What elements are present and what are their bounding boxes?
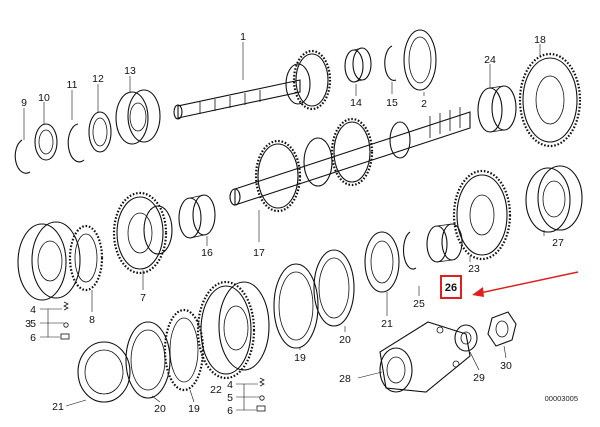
synchro-ring-21-upper bbox=[364, 231, 400, 293]
ring-20-lower bbox=[125, 321, 171, 399]
label-2: 2 bbox=[421, 98, 427, 110]
part-labels: 1 2 14 15 13 12 11 10 9 18 24 17 16 7 8 … bbox=[21, 31, 564, 417]
lock-plate-30 bbox=[487, 311, 517, 347]
ring-10 bbox=[34, 123, 58, 161]
label-12: 12 bbox=[92, 73, 104, 85]
label-4: 4 bbox=[30, 304, 36, 316]
synchro-hub-22 bbox=[196, 280, 270, 380]
synchro-ring-8 bbox=[68, 224, 104, 292]
label-14: 14 bbox=[350, 97, 362, 109]
label-13: 13 bbox=[124, 65, 136, 77]
label-21-lower: 21 bbox=[52, 401, 64, 413]
label-22: 22 bbox=[210, 384, 222, 396]
needle-bearing-16 bbox=[178, 194, 216, 239]
gear-18 bbox=[518, 52, 582, 148]
circlip-15 bbox=[384, 45, 397, 81]
highlight-box bbox=[440, 275, 462, 299]
label-24: 24 bbox=[484, 54, 496, 66]
label-4-lower: 4 bbox=[227, 379, 233, 391]
highlight-arrow bbox=[479, 271, 579, 294]
ring-20-upper bbox=[313, 249, 355, 327]
label-19-upper: 19 bbox=[294, 352, 306, 364]
label-29: 29 bbox=[473, 372, 485, 384]
label-5-lower: 5 bbox=[227, 392, 233, 404]
label-20-upper: 20 bbox=[339, 334, 351, 346]
needle-bearing-26 bbox=[426, 223, 463, 263]
label-11: 11 bbox=[67, 79, 78, 91]
countershaft-17 bbox=[229, 107, 471, 213]
label-6: 6 bbox=[30, 332, 36, 344]
label-7: 7 bbox=[140, 292, 146, 304]
gear-7 bbox=[112, 191, 173, 275]
circlip-11 bbox=[67, 123, 85, 163]
synchro-ring-21-lower bbox=[77, 341, 131, 403]
main-shaft-1 bbox=[173, 49, 332, 120]
detent-parts-lower bbox=[256, 377, 266, 412]
needle-bearing-14 bbox=[344, 47, 372, 83]
drawing-number: 00003005 bbox=[545, 394, 578, 403]
highlight-callout: 26 bbox=[440, 271, 579, 299]
label-18: 18 bbox=[534, 34, 546, 46]
label-8: 8 bbox=[89, 314, 95, 326]
output-flange-28 bbox=[379, 321, 471, 393]
label-10: 10 bbox=[38, 92, 50, 104]
label-9: 9 bbox=[21, 97, 27, 109]
leader-lines bbox=[23, 42, 545, 411]
collar-nut-29 bbox=[454, 324, 478, 352]
ring-19-lower bbox=[163, 308, 205, 392]
label-1: 1 bbox=[240, 31, 246, 43]
label-5: 5 bbox=[30, 318, 36, 330]
ball-bearing-27 bbox=[525, 165, 583, 233]
label-20-lower: 20 bbox=[154, 403, 166, 415]
circlip-9 bbox=[14, 139, 31, 174]
ball-bearing-13 bbox=[115, 89, 161, 145]
label-15: 15 bbox=[386, 97, 398, 109]
gear-23 bbox=[452, 169, 512, 261]
circlip-25 bbox=[402, 231, 417, 270]
synchro-hub-left bbox=[17, 221, 81, 301]
label-17: 17 bbox=[253, 247, 265, 259]
label-23: 23 bbox=[468, 263, 480, 275]
label-21-upper: 21 bbox=[381, 318, 393, 330]
label-19-lower: 19 bbox=[188, 403, 200, 415]
label-27: 27 bbox=[552, 237, 564, 249]
label-25: 25 bbox=[413, 298, 425, 310]
needle-bearing-24 bbox=[477, 85, 517, 133]
synchro-ring-2 bbox=[403, 29, 437, 91]
label-28: 28 bbox=[339, 373, 351, 385]
label-16: 16 bbox=[201, 247, 213, 259]
label-30: 30 bbox=[500, 360, 512, 372]
detent-parts-left bbox=[60, 301, 70, 340]
label-26: 26 bbox=[445, 282, 457, 294]
ring-19-upper bbox=[273, 263, 319, 349]
highlight-arrowhead bbox=[472, 287, 484, 297]
label-3: 3 bbox=[25, 318, 31, 330]
label-6-lower: 6 bbox=[227, 405, 233, 417]
ring-12 bbox=[88, 111, 112, 153]
